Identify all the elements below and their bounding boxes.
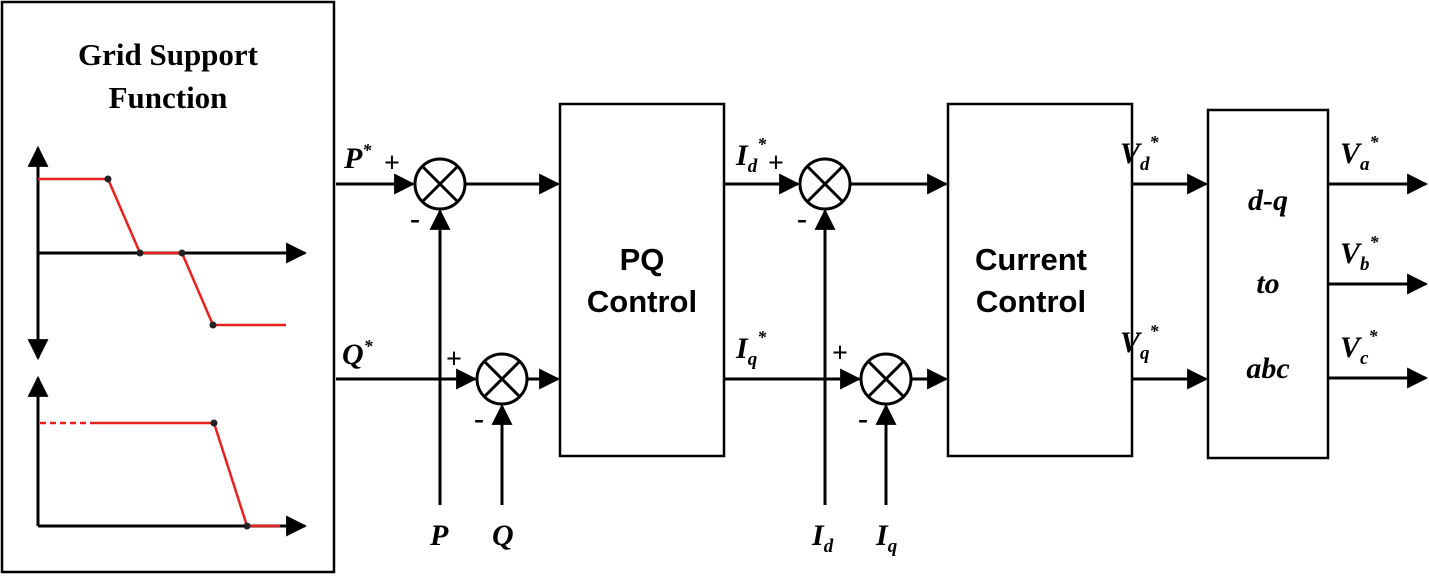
- upper-plot-curve: [38, 177, 286, 327]
- volt-var-plot: [27, 145, 308, 361]
- upper-plot-breakpoint: [209, 321, 217, 329]
- current-control-block: [946, 102, 1134, 458]
- label-p-ref: P*: [343, 140, 372, 175]
- summing-junction-iq: [859, 352, 913, 406]
- pq-control-line1: PQ: [620, 242, 665, 277]
- sign-minus-q: -: [474, 402, 484, 435]
- lower-plot-curve: [92, 421, 280, 528]
- sign-minus-id: -: [797, 202, 807, 235]
- summing-junction-id: [798, 157, 852, 211]
- pq-control-block: [558, 102, 726, 458]
- freq-watt-plot: [27, 375, 308, 537]
- grid-support-panel: Grid Support Function: [0, 0, 336, 574]
- dq-to-abc-line1: d-q: [1248, 184, 1288, 217]
- label-iq-meas: Iq: [875, 519, 898, 557]
- label-q-ref: Q*: [342, 336, 374, 371]
- pq-control-line2: Control: [587, 284, 697, 319]
- signal-labels: P* Q* P Q Id* Iq* Id Iq Vd* Vq* Va* Vb* …: [342, 132, 1380, 557]
- label-id-ref: Id*: [735, 134, 767, 177]
- upper-plot-breakpoint: [136, 249, 144, 257]
- sign-minus-p: -: [410, 202, 420, 235]
- label-p-meas: P: [429, 519, 449, 552]
- grid-support-title-line1: Grid Support: [78, 37, 259, 72]
- label-iq-ref: Iq*: [735, 327, 767, 370]
- lower-plot-breakpoint: [243, 522, 251, 530]
- sign-plus-p: +: [384, 148, 400, 179]
- summing-junction-p: [413, 157, 467, 211]
- dq-to-abc-line3: abc: [1246, 352, 1289, 385]
- dq-to-abc-line2: to: [1256, 267, 1279, 300]
- label-id-meas: Id: [811, 519, 834, 557]
- label-vd-ref: Vd*: [1120, 132, 1160, 175]
- label-q-meas: Q: [492, 519, 514, 552]
- current-control-line2: Control: [976, 284, 1086, 319]
- sign-plus-iq: +: [832, 338, 848, 369]
- summing-junction-q: [475, 352, 529, 406]
- sign-minus-iq: -: [858, 402, 868, 435]
- grid-support-title-line2: Function: [109, 80, 228, 115]
- label-vb-ref: Vb*: [1340, 232, 1380, 275]
- label-vc-ref: Vc*: [1340, 326, 1378, 369]
- lower-plot-breakpoint: [210, 419, 218, 427]
- current-control-line1: Current: [975, 242, 1087, 277]
- sign-labels: + - + - + - + -: [384, 148, 868, 435]
- signal-wires: [336, 173, 1429, 505]
- upper-plot-breakpoint: [178, 249, 186, 257]
- upper-plot-breakpoint: [104, 175, 112, 183]
- dq-to-abc-block: [1206, 108, 1330, 460]
- grid-support-box: [0, 0, 336, 574]
- label-va-ref: Va*: [1340, 132, 1380, 175]
- sign-plus-id: +: [768, 148, 784, 179]
- label-vq-ref: Vq*: [1120, 321, 1160, 364]
- sign-plus-q: +: [446, 344, 462, 375]
